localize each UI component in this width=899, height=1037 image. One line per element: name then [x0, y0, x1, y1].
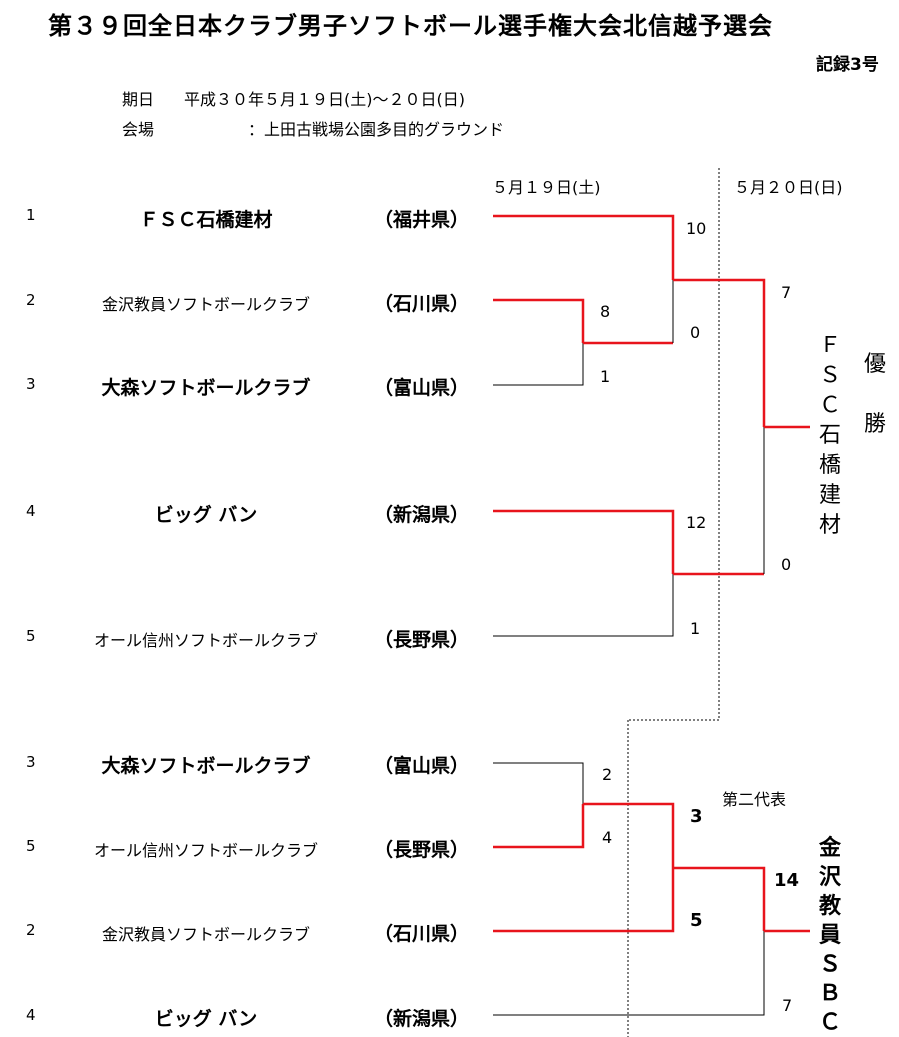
prefecture: （石川県）: [374, 293, 470, 315]
team-name: ビッグ バン: [154, 1008, 258, 1030]
seed-number: 4: [26, 502, 36, 520]
score: 12: [686, 513, 707, 532]
prefecture: （富山県）: [374, 377, 470, 399]
b2-line-semi-out: [673, 866, 766, 931]
team-name: オール信州ソフトボールクラブ: [93, 631, 318, 650]
champion-name: ＦＳＣ石橋建材: [818, 333, 841, 538]
team-name: ＦＳＣ石橋建材: [139, 209, 273, 231]
seed-number: 5: [26, 627, 36, 645]
seed-number: 2: [26, 291, 36, 309]
prefecture: （石川県）: [374, 923, 470, 945]
line-3: [493, 343, 584, 386]
b2-line-5-win: [493, 804, 585, 849]
team-name: 金沢教員ソフトボールクラブ: [101, 295, 310, 314]
day1-header: ５月１９日(土): [492, 178, 601, 197]
prefecture: （富山県）: [374, 755, 470, 777]
line-semi1-out: [673, 278, 766, 427]
score: 0: [781, 555, 792, 574]
date-value: 平成３０年５月１９日(土)～２０日(日): [184, 90, 465, 109]
prefecture: （長野県）: [374, 629, 470, 651]
seed-number: 3: [26, 753, 36, 771]
line-5: [493, 574, 674, 637]
team-name: ビッグ バン: [154, 504, 258, 526]
line-2-win: [493, 298, 585, 343]
seed-number: 2: [26, 921, 36, 939]
score: 7: [781, 283, 792, 302]
score: 10: [686, 219, 707, 238]
b2-line-35-out: [583, 802, 675, 868]
team-name: 大森ソフトボールクラブ: [101, 755, 311, 777]
seed-number: 3: [26, 375, 36, 393]
venue-value: ：上田古戦場公園多目的グラウンド: [248, 120, 505, 139]
day2-header: ５月２０日(日): [734, 178, 843, 197]
score: 5: [690, 910, 703, 931]
record-number: 記録3号: [816, 55, 879, 75]
score: 0: [690, 323, 701, 342]
page-title: 第３９回全日本クラブ男子ソフトボール選手権大会北信越予選会: [48, 12, 773, 40]
seed-number: 1: [26, 206, 36, 224]
score: 2: [602, 765, 613, 784]
seed-number: 5: [26, 837, 36, 855]
venue-label: 会場: [122, 120, 155, 139]
score: 1: [600, 367, 611, 386]
b2-line-3: [493, 762, 584, 804]
team-name: オール信州ソフトボールクラブ: [93, 841, 318, 860]
date-label: 期日: [122, 90, 155, 109]
team-name: 大森ソフトボールクラブ: [101, 377, 311, 399]
second-representative-label: 第二代表: [722, 790, 787, 809]
prefecture: （新潟県）: [374, 1008, 470, 1030]
b2-line-2-win: [493, 868, 675, 933]
team-name: 金沢教員ソフトボールクラブ: [101, 925, 310, 944]
score: 7: [782, 996, 793, 1015]
prefecture: （新潟県）: [374, 504, 470, 526]
second-representative-name: 金沢教員ＳＢＣ: [818, 836, 841, 1035]
b2-line-4: [493, 931, 765, 1016]
score: 3: [690, 806, 703, 827]
score: 14: [774, 870, 800, 891]
score: 1: [690, 619, 701, 638]
line-4-win: [493, 509, 675, 574]
line-1-win: [493, 214, 675, 280]
seed-number: 4: [26, 1006, 36, 1024]
score: 4: [602, 828, 613, 847]
prefecture: （福井県）: [374, 209, 470, 231]
prefecture: （長野県）: [374, 839, 470, 861]
score: 8: [600, 302, 611, 321]
champion-label: 優勝: [863, 352, 886, 437]
